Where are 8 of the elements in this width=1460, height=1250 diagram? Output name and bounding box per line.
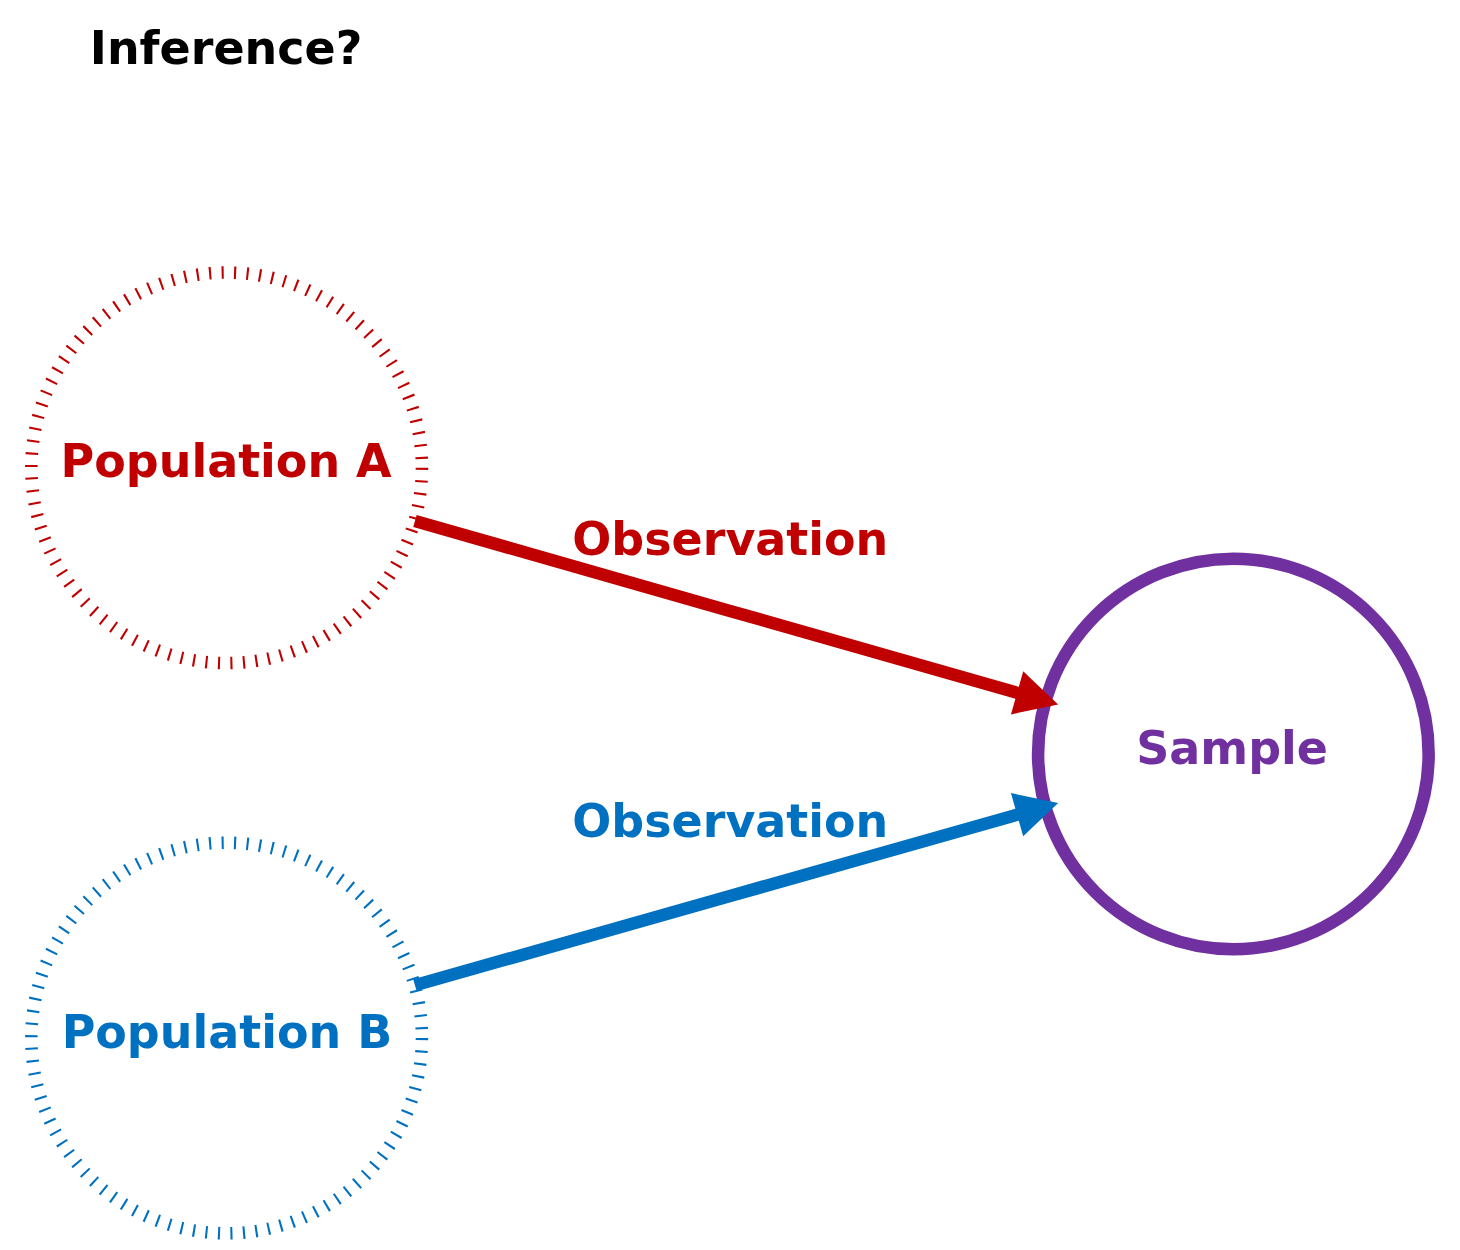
edge-label: Observation [572, 793, 889, 848]
arrow [413, 793, 1059, 992]
node-circle: Population A [25, 266, 429, 670]
node-circle: Sample [1031, 552, 1435, 956]
arrow [413, 514, 1059, 715]
edge-label: Observation [572, 511, 889, 566]
label: Inference? [89, 20, 363, 75]
node-circle: Population B [25, 836, 429, 1240]
